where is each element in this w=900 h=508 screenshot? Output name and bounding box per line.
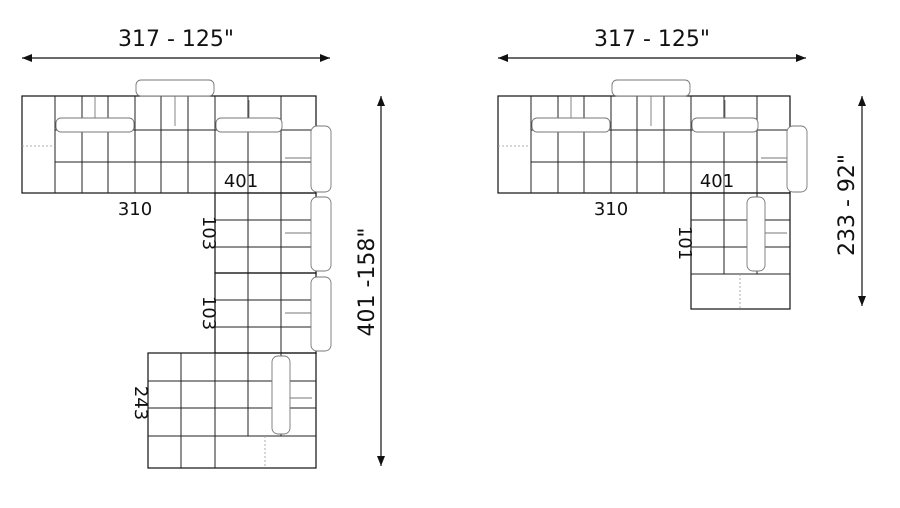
right-top-run-module: 310 [497,79,791,220]
left-height-dimension: 401 -158" [355,96,385,466]
left-plan: 317 - 125" 401 -158" [21,27,385,469]
left-bottom-label: 243 [130,386,151,420]
left-middle-1-label: 103 [198,216,219,250]
right-side-module: 101 [674,192,791,310]
right-side-label: 101 [674,226,695,260]
right-plan: 317 - 125" 233 - 92" [497,27,866,310]
left-top-run-label: 310 [118,199,152,220]
right-top-run-label: 310 [594,199,628,220]
right-height-dimension: 233 - 92" [835,96,866,306]
left-middle-2-label: 103 [198,296,219,330]
right-corner-label: 401 [700,171,734,192]
right-width-dimension: 317 - 125" [498,27,806,62]
left-top-run-module: 310 [21,79,317,220]
left-width-label: 317 - 125" [118,27,234,52]
left-corner-label: 401 [224,171,258,192]
right-corner-module: 401 [700,125,808,193]
left-height-label: 401 -158" [355,227,380,336]
right-width-label: 317 - 125" [594,27,710,52]
right-height-label: 233 - 92" [835,154,860,256]
left-middle-module-2: 103 [198,272,332,354]
left-corner-module: 401 [224,125,332,193]
left-width-dimension: 317 - 125" [22,27,330,62]
left-bottom-module: 243 [130,352,317,469]
left-middle-module-1: 103 [198,192,332,274]
